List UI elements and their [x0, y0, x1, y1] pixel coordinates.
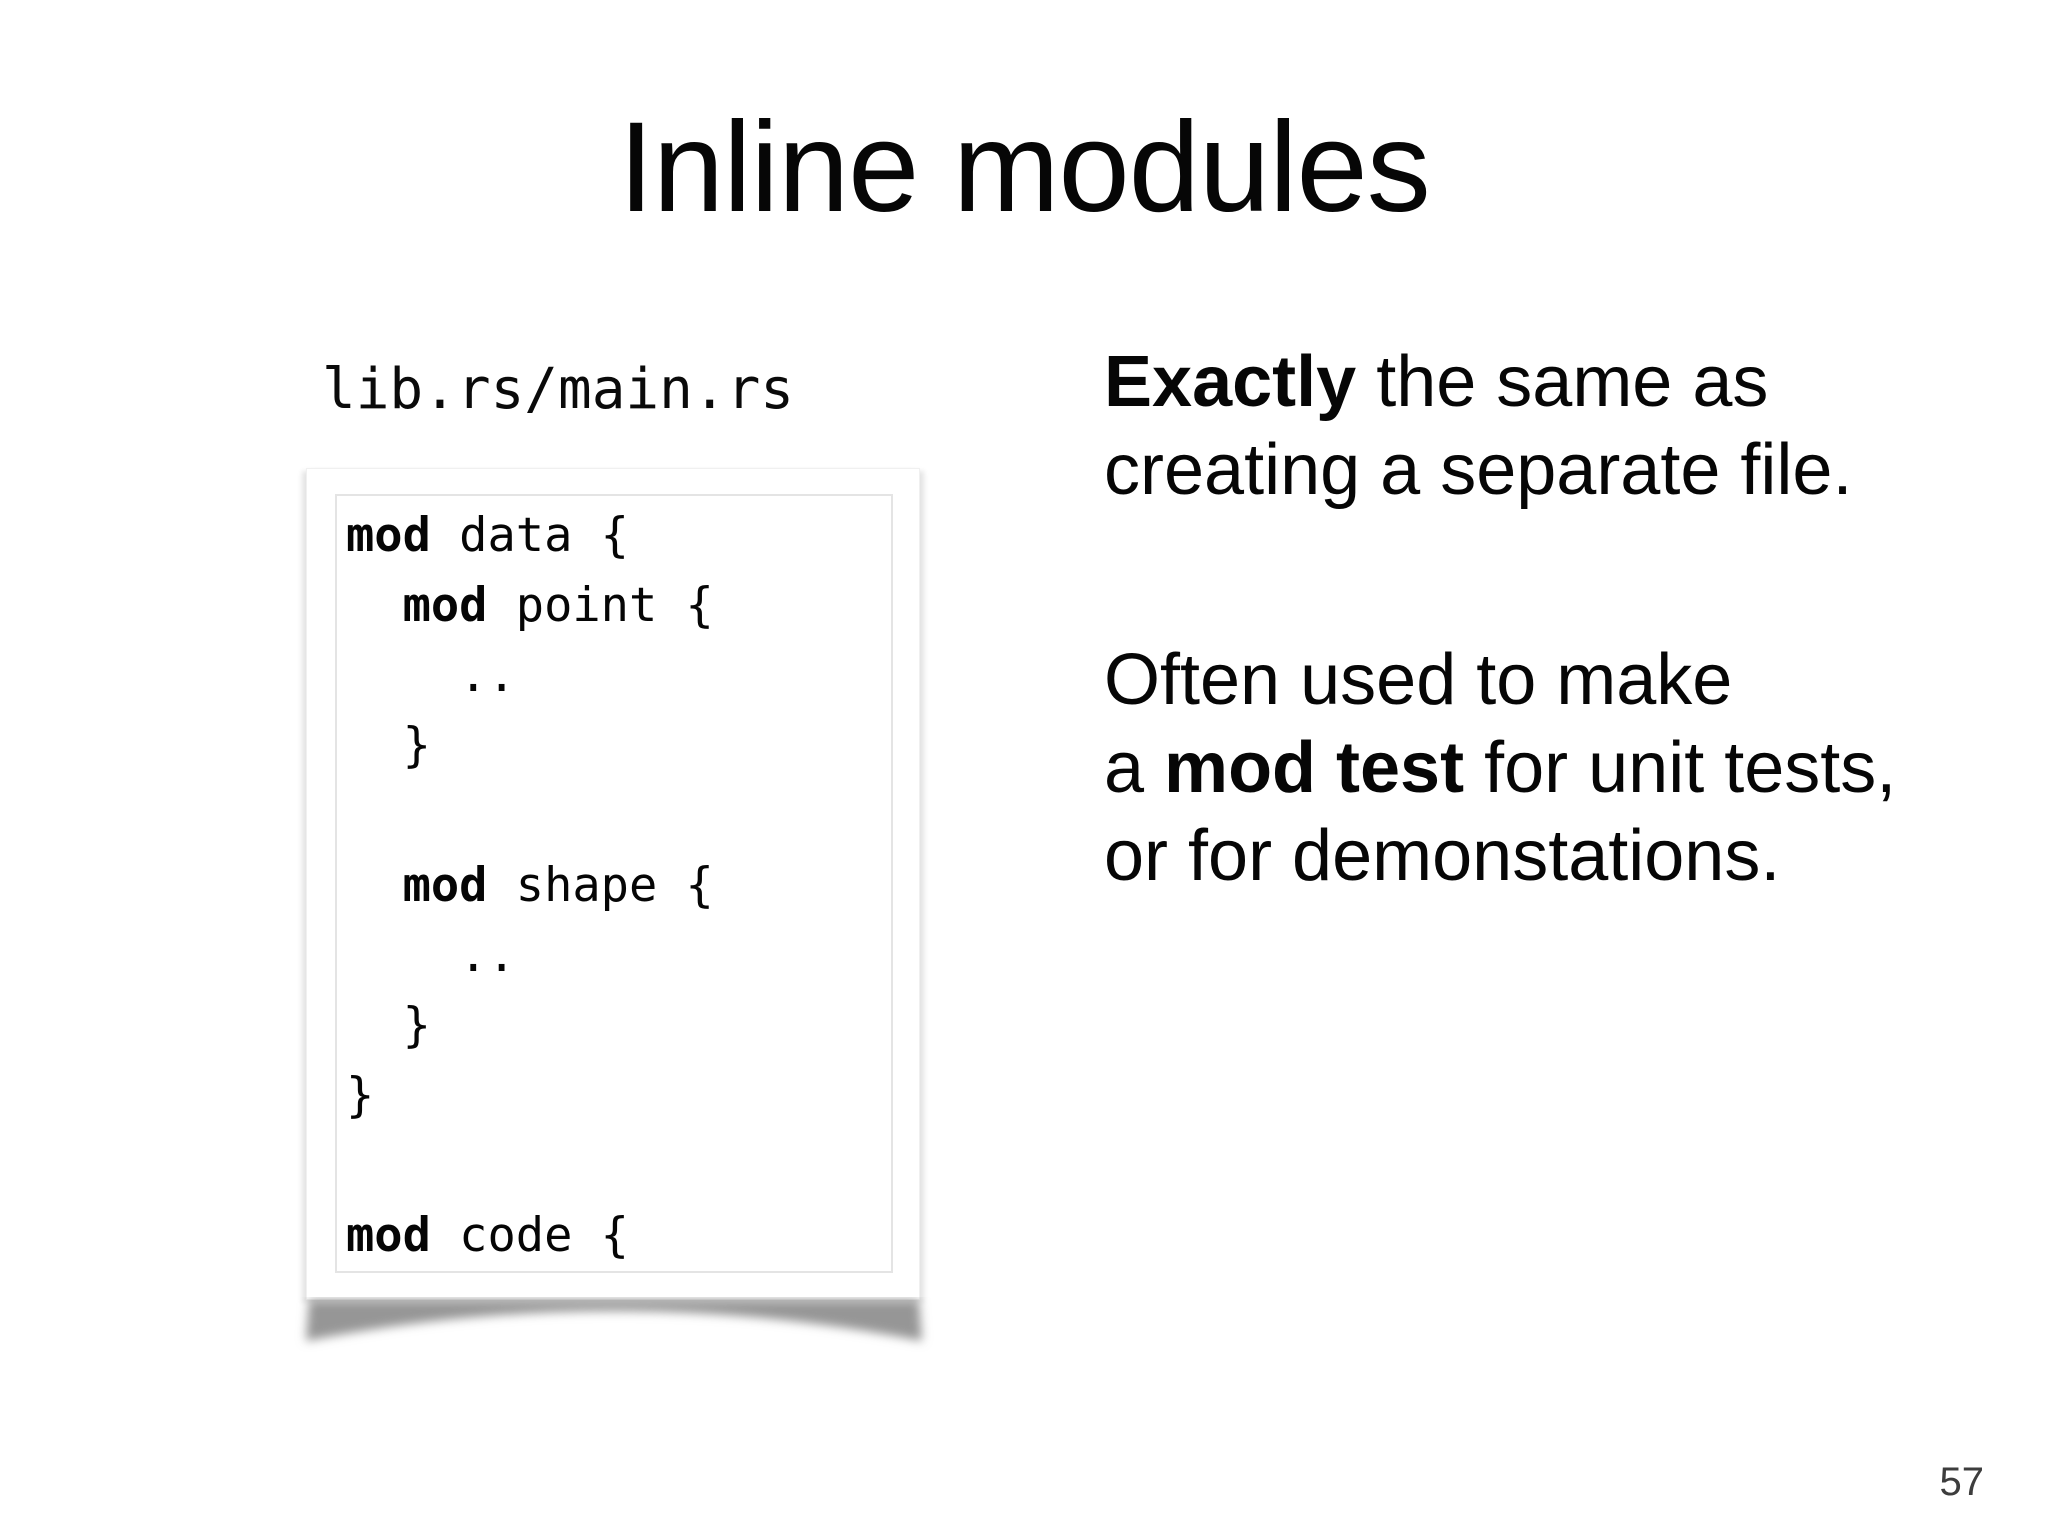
- code-line: [346, 1131, 891, 1201]
- code-line: }: [346, 1068, 375, 1123]
- code-line: mod point {: [402, 578, 714, 633]
- note-text: Often used to make a: [1104, 640, 1733, 808]
- code-line: ..: [346, 648, 516, 703]
- filename-label: lib.rs/main.rs: [322, 357, 795, 422]
- note-bold-text: Exactly: [1104, 342, 1357, 422]
- code-line: mod code {: [346, 1208, 629, 1263]
- note-text: for unit tests, or for demonstations.: [1104, 728, 1897, 896]
- code-line: }: [346, 998, 431, 1053]
- note-paragraph: Exactly the same as creating a separate …: [1104, 338, 1896, 514]
- page-number: 57: [1939, 1460, 1985, 1504]
- code-paper-inner: mod data { mod point { .. } mod shape { …: [335, 494, 893, 1273]
- note-text: the same as creating a separate file.: [1104, 342, 1853, 510]
- code-line: [346, 781, 891, 851]
- code-line: }: [346, 718, 431, 773]
- code-paper-card: mod data { mod point { .. } mod shape { …: [306, 468, 922, 1341]
- page-curl-shadow-icon: [306, 1300, 922, 1341]
- code-line: mod data {: [346, 508, 629, 563]
- note-bold-text: mod test: [1164, 728, 1465, 808]
- notes-column: Exactly the same as creating a separate …: [1104, 338, 1896, 900]
- code-line: mod shape {: [402, 858, 714, 913]
- code-block: mod data { mod point { .. } mod shape { …: [337, 496, 891, 1271]
- code-line: ..: [346, 928, 516, 983]
- slide-title: Inline modules: [618, 96, 1430, 239]
- note-paragraph: Often used to make a mod test for unit t…: [1104, 636, 1896, 900]
